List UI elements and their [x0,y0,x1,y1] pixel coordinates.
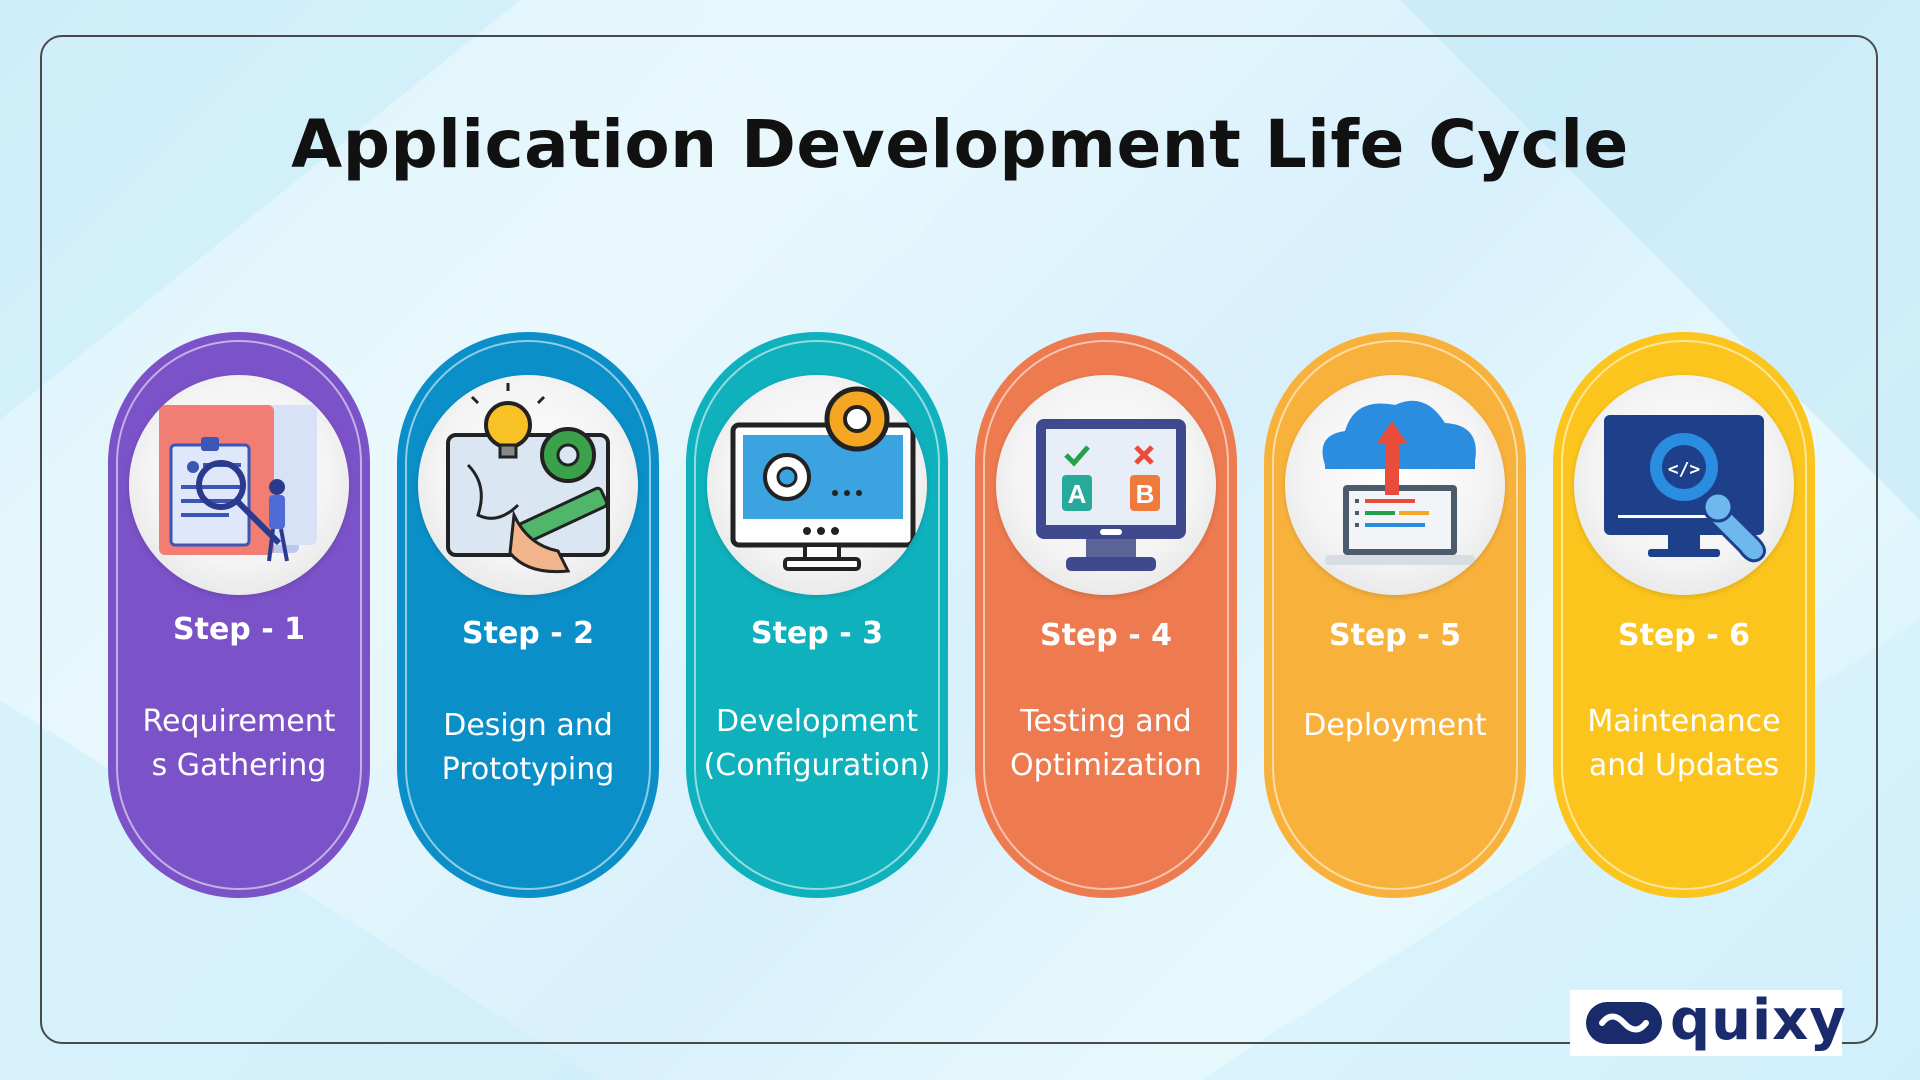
step-card-border [983,340,1229,890]
step-label: Step - 3 [751,616,883,651]
svg-text:</>: </> [1668,459,1701,480]
logo-text: quixy [1670,988,1847,1053]
step-label: Step - 1 [173,612,305,647]
step-card-4: A B Step - 4 Testing and Optimization [975,332,1237,898]
requirements-clipboard-icon [129,375,349,595]
step-description: Requirement s Gathering [142,704,336,783]
step-description: Development (Configuration) [703,704,931,783]
step-description: Design and Prototyping [441,708,615,787]
step-description: Deployment [1303,708,1487,743]
step-card-border [694,340,940,890]
step-card-border [1561,340,1807,890]
step-label: Step - 5 [1329,618,1461,653]
cloud-deploy-laptop-icon [1285,375,1505,595]
quixy-logo-mark-icon [1586,1002,1662,1044]
design-blueprint-icon [418,375,638,595]
step-card-6: </> Step - 6 Maintenance and Updates [1553,332,1815,898]
ab-testing-monitor-icon: A B [996,375,1216,595]
step-description: Maintenance and Updates [1587,704,1781,783]
svg-text:B: B [1136,479,1155,509]
step-card-border [405,340,651,890]
step-card-border [1272,340,1518,890]
step-card-1: Step - 1 Requirement s Gathering [108,332,370,898]
step-label: Step - 6 [1618,618,1750,653]
development-gears-monitor-icon [707,375,927,595]
step-card-border [116,340,362,890]
step-label: Step - 4 [1040,618,1172,653]
svg-text:A: A [1068,479,1087,509]
step-card-3: Step - 3 Development (Configuration) [686,332,948,898]
step-description: Testing and Optimization [1010,704,1202,783]
content-frame [40,35,1878,1044]
step-card-2: Step - 2 Design and Prototyping [397,332,659,898]
quixy-logo: quixy [1570,988,1846,1056]
step-label: Step - 2 [462,616,594,651]
step-card-5: Step - 5 Deployment [1264,332,1526,898]
page-title: Application Development Life Cycle [291,106,1629,183]
maintenance-wrench-monitor-icon: </> [1574,375,1794,595]
